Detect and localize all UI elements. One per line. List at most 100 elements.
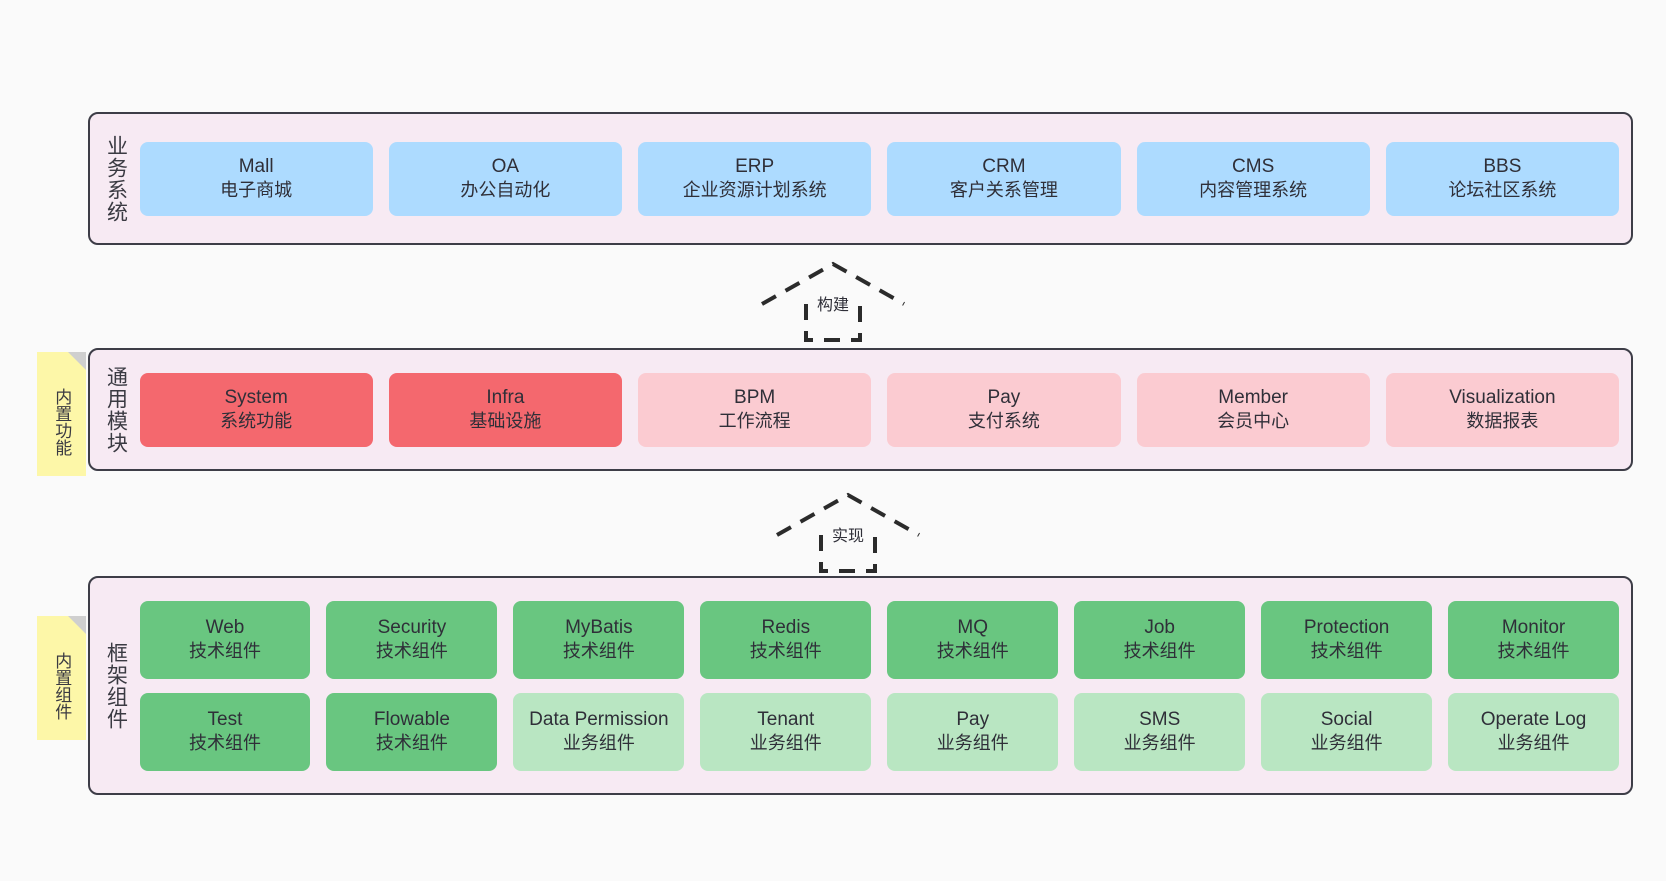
connector-label-build: 构建: [813, 290, 853, 316]
node-erp[interactable]: ERP 企业资源计划系统: [638, 141, 872, 216]
node-title: CRM: [982, 155, 1026, 177]
node-flowable[interactable]: Flowable 技术组件: [326, 692, 498, 771]
node-visualization[interactable]: Visualization 数据报表: [1385, 372, 1620, 447]
node-oa[interactable]: OA 办公自动化: [388, 141, 623, 216]
arrow-shaft-dashed: [819, 535, 877, 573]
node-social[interactable]: Social 业务组件: [1261, 692, 1433, 771]
node-subtitle: 技术组件: [188, 641, 261, 662]
node-title: Job: [1144, 616, 1175, 638]
node-title: OA: [491, 155, 520, 177]
node-subtitle: 业务组件: [749, 733, 822, 754]
node-subtitle: 基础设施: [469, 411, 542, 432]
node-row: Test 技术组件 Flowable 技术组件 Data Permission …: [139, 692, 1620, 771]
node-protection[interactable]: Protection 技术组件: [1261, 600, 1433, 679]
node-title: Infra: [486, 386, 525, 408]
node-monitor[interactable]: Monitor 技术组件: [1448, 600, 1620, 679]
node-title: Redis: [761, 616, 811, 638]
node-title: BBS: [1483, 155, 1522, 177]
node-test[interactable]: Test 技术组件: [139, 692, 311, 771]
node-subtitle: 技术组件: [1497, 641, 1570, 662]
node-subtitle: 技术组件: [936, 641, 1009, 662]
node-redis[interactable]: Redis 技术组件: [700, 600, 872, 679]
arrow-head-dashed-up: [776, 492, 920, 537]
node-sms[interactable]: SMS 业务组件: [1074, 692, 1246, 771]
node-title: MQ: [957, 616, 989, 638]
node-mall[interactable]: Mall 电子商城: [139, 141, 373, 216]
node-title: Security: [377, 616, 447, 638]
node-system[interactable]: System 系统功能: [139, 372, 373, 447]
node-subtitle: 客户关系管理: [949, 180, 1058, 201]
node-title: Visualization: [1449, 386, 1556, 408]
node-subtitle: 内容管理系统: [1199, 180, 1308, 201]
node-infra[interactable]: Infra 基础设施: [388, 372, 623, 447]
node-crm[interactable]: CRM 客户关系管理: [887, 141, 1121, 216]
sticky-note-builtin-function[interactable]: 内置功能: [37, 352, 86, 476]
node-subtitle: 技术组件: [749, 641, 822, 662]
node-subtitle: 技术组件: [188, 733, 261, 754]
node-subtitle: 电子商城: [220, 180, 293, 201]
connector-implement: 实现: [759, 489, 937, 573]
node-subtitle: 支付系统: [967, 411, 1040, 432]
node-subtitle: 业务组件: [1497, 733, 1570, 754]
node-member[interactable]: Member 会员中心: [1136, 372, 1370, 447]
layer-body-common-module: System 系统功能 Infra 基础设施 BPM 工作流程 Pay 支付系统…: [136, 372, 1631, 447]
node-title: CMS: [1232, 155, 1275, 177]
node-title: Data Permission: [529, 708, 669, 730]
node-operate-log[interactable]: Operate Log 业务组件: [1448, 692, 1620, 771]
node-title: ERP: [735, 155, 775, 177]
node-subtitle: 技术组件: [375, 641, 448, 662]
layer-label-framework-component: 框架组件: [104, 641, 128, 730]
node-title: System: [224, 386, 288, 408]
layer-label-business-system: 业务系统: [104, 134, 128, 223]
sticky-note-text: 内置功能: [52, 388, 72, 456]
node-subtitle: 数据报表: [1466, 411, 1539, 432]
node-row: System 系统功能 Infra 基础设施 BPM 工作流程 Pay 支付系统…: [139, 372, 1620, 447]
node-pay-component[interactable]: Pay 业务组件: [887, 692, 1059, 771]
node-title: Pay: [987, 386, 1021, 408]
node-row: Mall 电子商城 OA 办公自动化 ERP 企业资源计划系统 CRM 客户关系…: [139, 141, 1620, 216]
sticky-note-builtin-component[interactable]: 内置组件: [37, 616, 86, 740]
node-title: Social: [1320, 708, 1373, 730]
node-bpm[interactable]: BPM 工作流程: [638, 372, 872, 447]
node-mq[interactable]: MQ 技术组件: [887, 600, 1059, 679]
node-mybatis[interactable]: MyBatis 技术组件: [513, 600, 685, 679]
page-fold-icon: [68, 616, 86, 634]
node-job[interactable]: Job 技术组件: [1074, 600, 1246, 679]
node-title: MyBatis: [565, 616, 633, 638]
node-title: Pay: [956, 708, 990, 730]
node-title: Web: [205, 616, 245, 638]
node-subtitle: 技术组件: [1310, 641, 1383, 662]
connector-build: 构建: [744, 258, 922, 342]
node-cms[interactable]: CMS 内容管理系统: [1136, 141, 1370, 216]
layer-common-module: 通用模块 System 系统功能 Infra 基础设施 BPM 工作流程 Pay…: [88, 348, 1633, 471]
connector-label-implement: 实现: [828, 521, 868, 547]
node-subtitle: 办公自动化: [460, 180, 551, 201]
layer-framework-component: 框架组件 Web 技术组件 Security 技术组件 MyBatis 技术组件…: [88, 576, 1633, 795]
node-web[interactable]: Web 技术组件: [139, 600, 311, 679]
node-title: Flowable: [373, 708, 450, 730]
node-row: Web 技术组件 Security 技术组件 MyBatis 技术组件 Redi…: [139, 600, 1620, 679]
node-title: Mall: [238, 155, 274, 177]
node-bbs[interactable]: BBS 论坛社区系统: [1385, 141, 1620, 216]
node-subtitle: 会员中心: [1217, 411, 1290, 432]
node-title: Member: [1218, 386, 1288, 408]
node-title: SMS: [1139, 708, 1181, 730]
node-data-permission[interactable]: Data Permission 业务组件: [513, 692, 685, 771]
layer-business-system: 业务系统 Mall 电子商城 OA 办公自动化 ERP 企业资源计划系统 CRM…: [88, 112, 1633, 245]
node-subtitle: 企业资源计划系统: [682, 180, 827, 201]
layer-body-framework-component: Web 技术组件 Security 技术组件 MyBatis 技术组件 Redi…: [136, 600, 1631, 771]
node-subtitle: 技术组件: [375, 733, 448, 754]
node-subtitle: 业务组件: [562, 733, 635, 754]
node-subtitle: 论坛社区系统: [1448, 180, 1557, 201]
node-security[interactable]: Security 技术组件: [326, 600, 498, 679]
page-fold-icon: [68, 352, 86, 370]
node-title: BPM: [734, 386, 776, 408]
layer-label-common-module: 通用模块: [104, 365, 128, 454]
node-title: Tenant: [757, 708, 815, 730]
node-title: Protection: [1303, 616, 1390, 638]
node-subtitle: 技术组件: [562, 641, 635, 662]
node-tenant[interactable]: Tenant 业务组件: [700, 692, 872, 771]
node-pay-module[interactable]: Pay 支付系统: [887, 372, 1121, 447]
arrow-head-dashed-up: [761, 261, 905, 306]
